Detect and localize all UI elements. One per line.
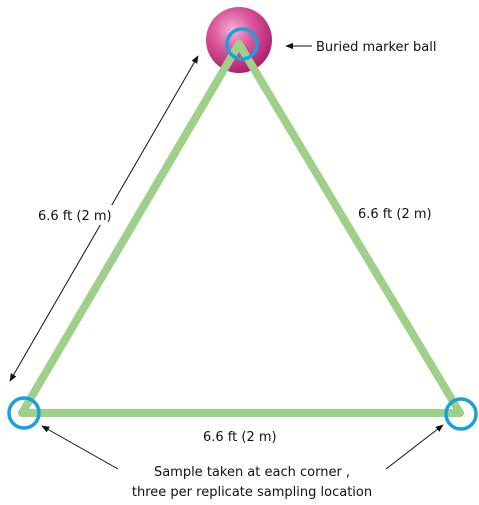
triangle-side-right bbox=[235, 40, 464, 417]
sample-arrow-left bbox=[41, 425, 119, 470]
corner-ring-right bbox=[444, 397, 478, 431]
triangle-side-left bbox=[18, 40, 243, 417]
bottom-side-length-label: 6.6 ft (2 m) bbox=[203, 430, 277, 445]
sample-arrow-right bbox=[385, 424, 444, 470]
marker-label: Buried marker ball bbox=[316, 40, 436, 55]
right-side-length-label: 6.6 ft (2 m) bbox=[358, 207, 432, 222]
sample-caption-line-1: Sample taken at each corner , bbox=[154, 465, 350, 480]
left-label-backdrop bbox=[36, 205, 128, 225]
sample-caption-line-2: three per replicate sampling location bbox=[132, 485, 372, 500]
left-side-length-label: 6.6 ft (2 m) bbox=[38, 209, 112, 224]
corner-ring-left bbox=[7, 396, 41, 430]
corner-ring-top bbox=[225, 27, 259, 61]
